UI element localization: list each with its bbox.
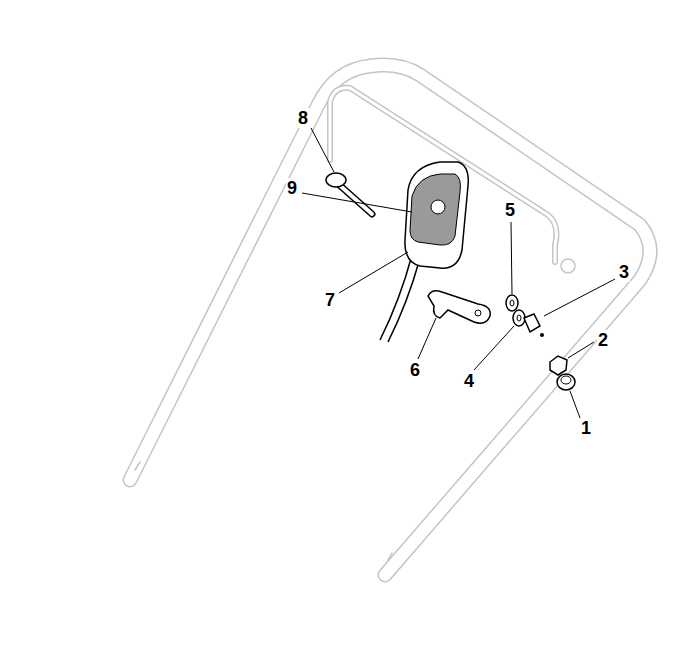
leader-line [339, 252, 408, 293]
leader-line [570, 391, 580, 418]
nut [550, 356, 567, 375]
callout-number: 5 [504, 200, 516, 220]
adjuster-hole [431, 200, 445, 214]
callout-number: 7 [324, 290, 336, 310]
leader-line [418, 318, 436, 359]
bail-bar-inner [330, 88, 556, 262]
handle-tube [130, 65, 650, 575]
bail-pivot [561, 259, 575, 273]
callout-number: 2 [597, 330, 609, 350]
control-decal [410, 174, 460, 245]
callout-number: 8 [297, 108, 309, 128]
cap-nut-face [561, 376, 571, 384]
bolt-tip [540, 333, 544, 337]
leader-line [474, 326, 514, 370]
leader-line [568, 342, 594, 358]
washer-hole [510, 300, 514, 306]
washer-hole [517, 315, 521, 321]
callout-number: 9 [286, 178, 298, 198]
leader-line [544, 279, 615, 316]
adjuster-knob [326, 173, 346, 187]
bail-bar [330, 88, 556, 262]
control-box [405, 162, 468, 268]
callout-number: 4 [463, 371, 475, 391]
washer [506, 295, 518, 311]
lever-hole [475, 310, 481, 316]
adjuster-shaft [336, 182, 372, 214]
bush [524, 314, 540, 332]
leader-line [311, 128, 334, 172]
lever [428, 291, 490, 323]
leader-line [302, 193, 412, 212]
callout-number: 1 [580, 418, 592, 438]
callout-number: 3 [618, 262, 630, 282]
callout-number: 6 [409, 360, 421, 380]
cap-nut [557, 374, 575, 390]
tube-detail [135, 462, 392, 560]
handle-tube-inner [130, 65, 650, 575]
adjuster-shaft-inner [336, 182, 372, 214]
cable [380, 255, 420, 342]
leader-line [511, 222, 512, 294]
